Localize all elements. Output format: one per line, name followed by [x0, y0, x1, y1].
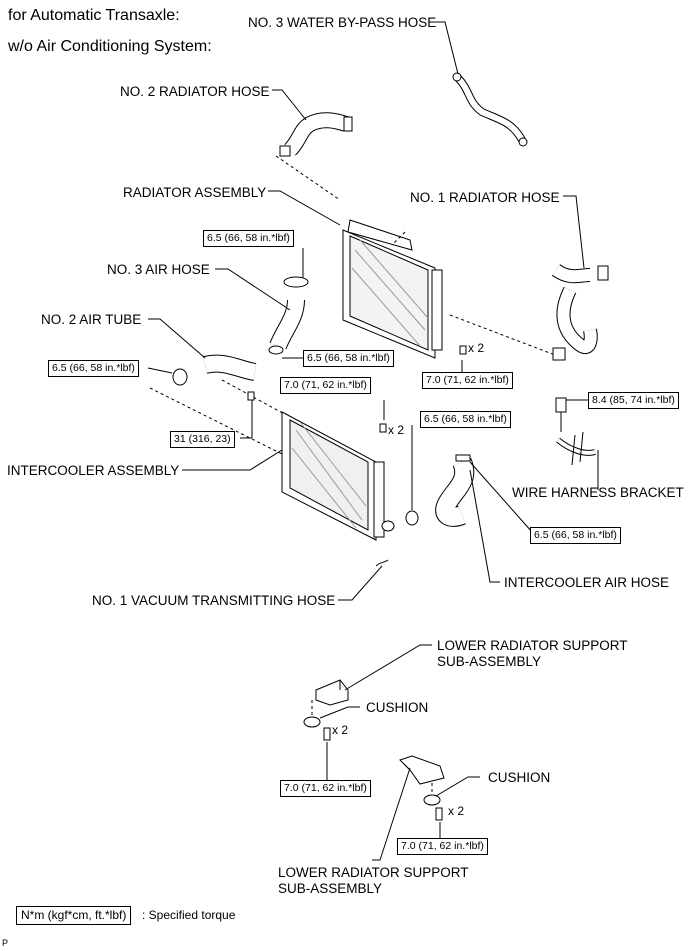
- lower-radiator-support-2-leader: [372, 767, 411, 861]
- label-cushion-2: CUSHION: [488, 770, 551, 785]
- header-line-2: w/o Air Conditioning System:: [8, 38, 212, 55]
- header-line-1: for Automatic Transaxle:: [8, 7, 180, 24]
- no3-water-bypass-hose-leader: [435, 21, 459, 75]
- label-intercooler-assembly: INTERCOOLER ASSEMBLY: [7, 463, 180, 478]
- legend-text: : Specified torque: [142, 908, 236, 922]
- torque-no2-air-tube-left: 6.5 (66, 58 in.*lbf): [48, 360, 139, 377]
- label-lower-radiator-support-1-line1: LOWER RADIATOR SUPPORT: [437, 638, 628, 653]
- radiator-assembly-leader: [268, 190, 341, 226]
- no3-air-hose-leader: [215, 268, 291, 311]
- no2-air-tube-leader: [148, 318, 206, 359]
- no1-vacuum-hose-leader: [338, 565, 383, 601]
- intercooler-air-hose-leader: [469, 469, 500, 583]
- torque-wire-harness-bracket: 8.4 (85, 74 in.*lbf): [588, 392, 679, 409]
- intercooler-assembly-leader: [182, 449, 283, 471]
- count-radiator-bolts: x 2: [468, 341, 485, 355]
- lower-radiator-support-1-part: [303, 679, 349, 741]
- label-no3-water-bypass-hose: NO. 3 WATER BY-PASS HOSE: [248, 15, 437, 30]
- label-cushion-1: CUSHION: [366, 700, 429, 715]
- label-lower-radiator-support-1-line2: SUB-ASSEMBLY: [437, 654, 542, 669]
- torque-no3-air-hose-upper: 6.5 (66, 58 in.*lbf): [203, 230, 294, 247]
- cushion-1-leader: [319, 706, 360, 719]
- no1-radiator-hose-leader: [563, 195, 585, 269]
- label-lower-radiator-support-2-line1: LOWER RADIATOR SUPPORT: [278, 865, 469, 880]
- legend-unit-box: N*m (kgf*cm, ft.*lbf): [16, 906, 132, 925]
- intercooler-air-hose-part: [435, 454, 475, 527]
- torque-intercooler-clamp: 6.5 (66, 58 in.*lbf): [420, 411, 511, 428]
- torque-intercooler-air-hose: 6.5 (66, 58 in.*lbf): [530, 527, 621, 544]
- no2-air-tube-part: [172, 354, 257, 386]
- no2-radiator-hose-leader: [272, 89, 307, 121]
- label-intercooler-air-hose: INTERCOOLER AIR HOSE: [504, 575, 670, 590]
- no3-air-hose-part: [268, 276, 309, 355]
- label-no1-vacuum-transmitting-hose: NO. 1 VACUUM TRANSMITTING HOSE: [92, 593, 336, 608]
- torque-support-1: 7.0 (71, 62 in.*lbf): [280, 780, 371, 797]
- label-wire-harness-bracket: WIRE HARNESS BRACKET: [512, 485, 684, 500]
- torque-no2-air-tube-bolt: 31 (316, 23): [170, 431, 235, 448]
- lower-radiator-support-1-leader: [344, 644, 432, 691]
- label-no2-air-tube: NO. 2 AIR TUBE: [41, 312, 142, 327]
- label-no3-air-hose: NO. 3 AIR HOSE: [107, 262, 210, 277]
- torque-no3-air-hose-lower: 6.5 (66, 58 in.*lbf): [303, 350, 394, 367]
- no3-water-bypass-hose-part: [452, 72, 528, 147]
- radiator-assembly-part: [342, 219, 443, 359]
- no1-radiator-hose-part: [551, 264, 609, 361]
- torque-support-2: 7.0 (71, 62 in.*lbf): [397, 838, 488, 855]
- label-lower-radiator-support-2-line2: SUB-ASSEMBLY: [278, 881, 383, 896]
- count-intercooler-bolts: x 2: [388, 423, 405, 437]
- label-radiator-assembly: RADIATOR ASSEMBLY: [123, 185, 267, 200]
- corner-code: P: [2, 938, 9, 948]
- no2-radiator-hose-part: [279, 112, 353, 157]
- label-no2-radiator-hose: NO. 2 RADIATOR HOSE: [120, 84, 270, 99]
- label-no1-radiator-hose: NO. 1 RADIATOR HOSE: [410, 190, 560, 205]
- torque-radiator-bolt: 7.0 (71, 62 in.*lbf): [422, 372, 513, 389]
- count-support-2-bolts: x 2: [448, 804, 465, 818]
- count-support-1-bolts: x 2: [332, 723, 349, 737]
- wire-harness-bracket-part: [555, 397, 596, 466]
- lower-radiator-support-2-part: [399, 755, 445, 821]
- intercooler-assembly-part: [281, 411, 395, 541]
- torque-intercooler-bolt: 7.0 (71, 62 in.*lbf): [280, 377, 371, 394]
- cushion-2-leader: [435, 776, 480, 797]
